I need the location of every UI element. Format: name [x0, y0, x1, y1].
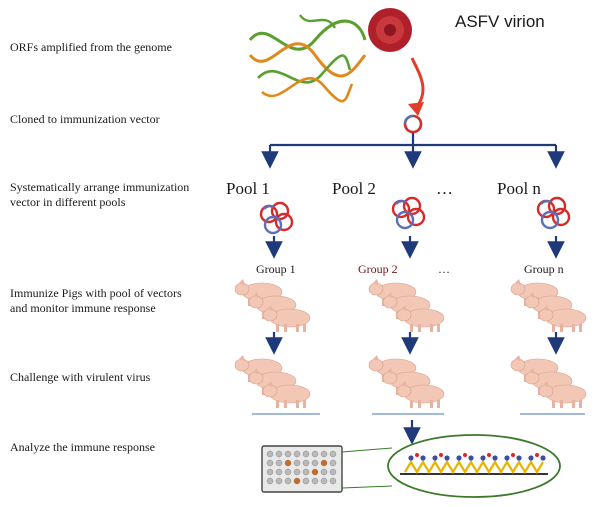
step-arrange-label-line2: vector in different pools	[10, 195, 126, 209]
clone-arrow-icon	[410, 57, 425, 109]
pool-1-plasmids-icon	[259, 201, 294, 235]
challenge-pig-group-1-icon	[234, 354, 311, 409]
pool-n-label: Pool n	[497, 179, 541, 198]
step-immunize-label-line1: Immunize Pigs with pool of vectors	[10, 286, 182, 300]
pig-group-2-icon	[368, 278, 445, 333]
dna-strands-icon	[248, 14, 367, 103]
pig-group-n-icon	[510, 278, 587, 333]
challenge-pig-group-2-icon	[368, 354, 445, 409]
group-2-label: Group 2	[358, 262, 398, 276]
pig-group-1-icon	[234, 278, 311, 333]
antibody-binding-zoom-icon	[387, 434, 561, 498]
pool-1-label: Pool 1	[226, 179, 270, 198]
distribution-branch-lines	[261, 133, 565, 169]
group-n-label: Group n	[524, 262, 564, 276]
pool-2-label: Pool 2	[332, 179, 376, 198]
group-1-label: Group 1	[256, 262, 296, 276]
pool-ellipsis-label: …	[436, 179, 453, 198]
challenge-pig-group-n-icon	[510, 354, 587, 409]
group-ellipsis-label: …	[438, 262, 450, 276]
asfv-virion-title: ASFV virion	[455, 12, 545, 31]
step-arrange-label-line1: Systematically arrange immunization	[10, 180, 190, 194]
step-analyze-label: Analyze the immune response	[10, 440, 155, 454]
step-clone-label: Cloned to immunization vector	[10, 112, 160, 126]
pool-2-plasmids-icon	[391, 196, 426, 230]
pool-n-plasmids-icon	[536, 196, 571, 230]
step-immunize-label-line2: and monitor immune response	[10, 301, 156, 315]
elisa-plate-icon	[261, 445, 343, 493]
step-amplify-label: ORFs amplified from the genome	[10, 40, 172, 54]
step-challenge-label: Challenge with virulent virus	[10, 370, 151, 384]
immunization-vector-icon	[403, 114, 423, 134]
asfv-virion-icon	[368, 8, 412, 52]
